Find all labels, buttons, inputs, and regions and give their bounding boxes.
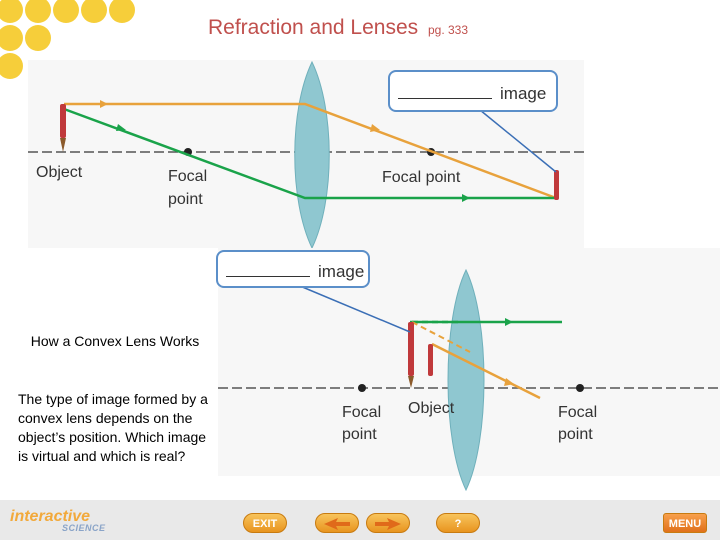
corner-decoration	[0, 0, 135, 79]
ray-orange-bottom	[431, 342, 541, 400]
blank-line	[226, 276, 310, 277]
footer-bar	[0, 500, 720, 540]
page-reference: pg. 333	[427, 23, 469, 37]
focal-point-right-bottom	[576, 384, 584, 392]
pointer-line-bottom	[299, 285, 411, 333]
menu-button[interactable]: MENU	[663, 513, 707, 533]
arrow-left-icon	[324, 518, 350, 530]
blank-line	[398, 98, 492, 99]
arrow-green-2	[462, 194, 470, 202]
image-label-box-top: image	[388, 70, 558, 112]
slide-title-text: Refraction and Lenses	[208, 16, 419, 39]
section-body: The type of image formed by a convex len…	[18, 391, 208, 464]
back-button[interactable]	[315, 513, 359, 533]
section-heading: How a Convex Lens Works	[30, 333, 200, 349]
ray-orange-top	[64, 102, 557, 200]
slide-title: Refraction and Lenses pg. 333	[208, 16, 468, 40]
focal-point-left-bottom	[358, 384, 366, 392]
focal-right-label-bottom-2: point	[558, 426, 593, 443]
pointer-line-top	[479, 109, 557, 173]
arrow-orange-2	[370, 124, 380, 132]
object-candle-bottom	[428, 344, 433, 376]
focal-left-label-bottom-2: point	[342, 426, 377, 443]
convex-lens-bottom	[447, 268, 485, 492]
arrow-right-icon	[375, 518, 401, 530]
object-label-top: Object	[36, 164, 83, 181]
help-button[interactable]: ?	[436, 513, 480, 533]
focal-right-label-bottom-1: Focal	[558, 404, 598, 421]
image-candle-top	[554, 170, 559, 200]
object-candle-top	[60, 104, 66, 138]
ray-orange-dashed	[411, 321, 471, 353]
brand-logo-sub: SCIENCE	[62, 523, 106, 533]
focal-left-label-top-1: Focal	[168, 168, 208, 185]
image-label-bottom: image	[318, 262, 365, 281]
object-label-bottom: Object	[408, 400, 455, 417]
lens-diagrams	[28, 60, 720, 492]
image-candle-bottom	[408, 322, 414, 376]
exit-button[interactable]: EXIT	[243, 513, 287, 533]
image-label-box-bottom: image	[216, 250, 370, 288]
focal-left-label-top-2: point	[168, 191, 203, 208]
image-label-top: image	[500, 84, 547, 103]
arrow-orange-1	[100, 100, 108, 108]
ray-green-top	[63, 107, 556, 200]
arrow-green-1	[116, 124, 126, 131]
brand-logo: interactive	[10, 508, 91, 525]
forward-button[interactable]	[366, 513, 410, 533]
focal-right-label-top: Focal point	[382, 169, 461, 186]
focal-left-label-bottom-1: Focal	[342, 404, 382, 421]
